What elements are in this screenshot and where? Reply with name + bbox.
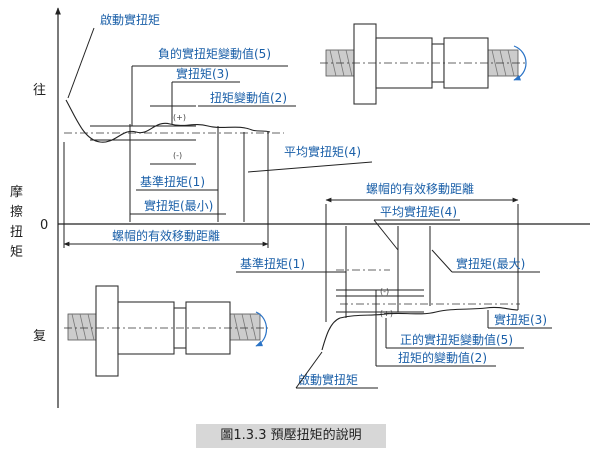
start-torque-label-lower: 啟動實扭矩 (298, 372, 358, 387)
zero-label: 0 (40, 218, 48, 233)
ball-screw-upper (320, 23, 528, 105)
friction-label-4: 矩 (10, 245, 23, 260)
avg-torque-leader-upper (247, 161, 373, 173)
actual-torque-label-lower: 實扭矩(3) (494, 312, 547, 327)
plus-mark-upper: (+) (173, 113, 186, 122)
actual-torque-curve-lower (321, 306, 519, 351)
torque-variation-label-upper: 扭矩變動值(2) (210, 90, 287, 105)
torque-variation-label-lower: 扭矩的變動值(2) (398, 350, 487, 365)
figure-caption: 圖1.3.3 預壓扭矩的說明 (196, 424, 386, 448)
friction-label-2: 擦 (10, 205, 23, 220)
friction-label-3: 扭 (10, 225, 23, 240)
base-torque-label-lower: 基準扭矩(1) (240, 256, 305, 271)
neg-variation-label: 負的實扭矩變動值(5) (158, 46, 271, 61)
base-torque-label-upper: 基準扭矩(1) (140, 174, 205, 189)
travel-label-lower: 螺帽的有效移動距離 (366, 181, 474, 196)
ball-screw-lower (64, 285, 268, 377)
friction-label-1: 摩 (10, 184, 23, 200)
actual-torque-label-upper: 實扭矩(3) (176, 66, 229, 81)
pos-variation-label: 正的實扭矩變動值(5) (400, 332, 513, 347)
start-torque-label-upper: 啟動實扭矩 (100, 12, 160, 27)
min-torque-label: 實扭矩(最小) (144, 198, 213, 213)
travel-label-upper: 螺帽的有效移動距離 (112, 228, 220, 243)
minus-mark-lower: (-) (380, 287, 389, 296)
start-torque-leader-upper (67, 27, 95, 99)
avg-torque-drop-lower (373, 219, 399, 251)
max-torque-leader-a (431, 249, 453, 273)
avg-torque-label-upper: 平均實扭矩(4) (284, 144, 361, 159)
start-torque-pointer-lower (295, 351, 323, 389)
reverse-label: 复 (33, 329, 46, 344)
actual-torque-curve-upper (65, 99, 271, 143)
avg-torque-label-lower: 平均實扭矩(4) (380, 204, 457, 219)
max-torque-label: 實扭矩(最大) (456, 256, 525, 271)
forward-label: 往 (33, 83, 46, 98)
minus-mark-upper: (-) (173, 151, 182, 160)
